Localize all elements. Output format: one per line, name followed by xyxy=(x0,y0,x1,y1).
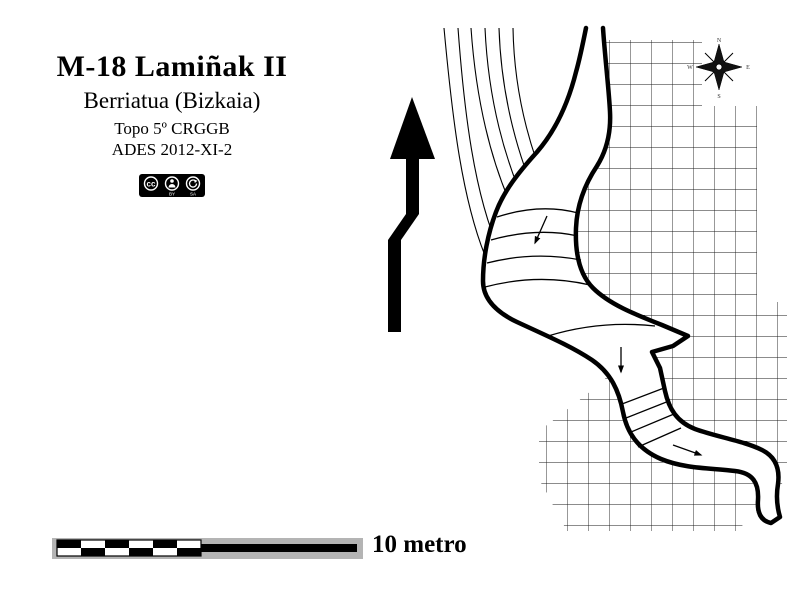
cave-passage-outline xyxy=(480,25,783,526)
flow-arrow-icon xyxy=(672,444,703,456)
share-alike-arrowhead-icon xyxy=(194,179,198,183)
compass-east-label: E xyxy=(746,65,750,71)
flow-arrow-icon xyxy=(534,215,548,245)
compass-rose-icon: N S W E xyxy=(687,38,750,100)
sa-label: SA xyxy=(190,192,196,197)
scale-bar-solid-segment xyxy=(201,544,357,552)
cc-icon: cc xyxy=(147,180,156,189)
map-survey-date: ADES 2012-XI-2 xyxy=(111,140,233,160)
cave-passage-floor xyxy=(483,28,780,523)
flow-arrows xyxy=(534,215,703,456)
compass-west-label: W xyxy=(687,65,693,71)
cc-license-badge: cc BY SA xyxy=(139,174,205,197)
north-arrow-icon xyxy=(388,97,435,332)
attribution-person-icon xyxy=(170,179,174,183)
passage-step-lines xyxy=(484,208,682,448)
scale-bar xyxy=(52,538,363,559)
cc-license-badge-icon: cc BY SA xyxy=(139,174,205,197)
compass-south-label: S xyxy=(717,94,720,100)
map-topo-credit: Topo 5º CRGGB xyxy=(114,119,230,139)
attribution-person-body-icon xyxy=(168,184,176,188)
compass-north-label: N xyxy=(717,38,722,44)
scale-bar-checker xyxy=(56,539,202,557)
map-subtitle: Berriatua (Bizkaia) xyxy=(83,87,261,113)
share-alike-arrow-icon xyxy=(188,179,198,188)
scale-bar-label: 10 metro xyxy=(372,531,467,558)
title-block: M-18 Lamiñak II Berriatua (Bizkaia) Topo… xyxy=(22,50,322,159)
by-label: BY xyxy=(169,192,175,197)
map-title: M-18 Lamiñak II xyxy=(56,50,288,83)
